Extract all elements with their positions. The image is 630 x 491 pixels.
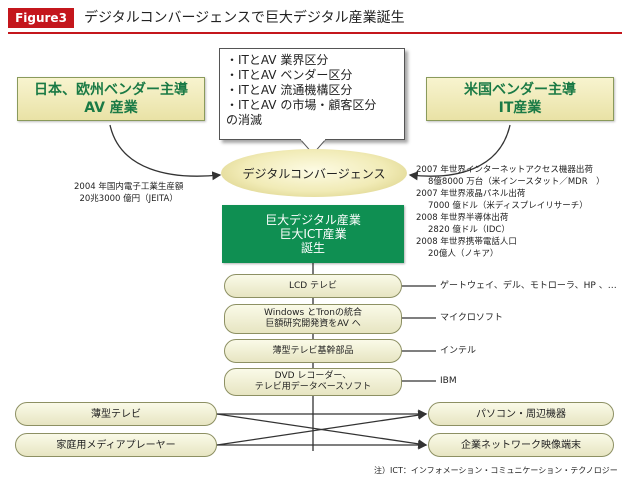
callout-line: ・ITとAV ベンダー区分: [226, 68, 353, 82]
giant-industry-line: 巨大デジタル産業: [265, 213, 361, 227]
bottom-right-pc: パソコン・周辺機器: [428, 402, 614, 426]
world-market-notes: 2007 年世界インターネットアクセス機器出荷 8億8000 万台（米インースタ…: [416, 164, 605, 260]
note-line: 7000 億ドル（米ディスプレイリサーチ）: [428, 201, 588, 211]
note-line: 20兆3000 億円（JEITA）: [79, 194, 178, 204]
vendor-label-pc-makers: ゲートウェイ、デル、モトローラ、HP 、…: [440, 281, 617, 291]
region-av-line1: 日本、欧州ベンダー主導: [34, 82, 188, 98]
note-line: 20億人（ノキア）: [428, 249, 499, 259]
arrow-right-to-convergence: [408, 124, 511, 181]
vendor-label-microsoft: マイクロソフト: [440, 313, 503, 323]
region-it-line2: IT産業: [498, 100, 542, 116]
note-line: 2008 年世界半導体出荷: [416, 213, 509, 223]
stack-item-dvd-recorder: DVD レコーダー、 テレビ用データベースソフト: [224, 368, 402, 396]
callout-line: ・ITとAV の市場・顧客区分: [226, 98, 377, 112]
stack-item-tv-components: 薄型テレビ基幹部品: [224, 339, 402, 363]
note-line: 2007 年世界インターネットアクセス機器出荷: [416, 165, 593, 175]
stack-item-label: DVD レコーダー、: [274, 371, 352, 381]
footnote: 注）ICT：インフォメーション・コミュニケーション・テクノロジー: [374, 466, 618, 475]
note-line: 8億8000 万台（米インースタット／MDR ）: [428, 177, 605, 187]
note-line: 2004 年国内電子工業生産額: [74, 182, 184, 192]
stack-item-label: LCD テレビ: [288, 280, 338, 291]
japan-production-note: 2004 年国内電子工業生産額 20兆3000 億円（JEITA）: [74, 181, 183, 205]
stack-item-label: Windows とTronの統合: [264, 308, 362, 318]
giant-industry-line: 誕生: [300, 241, 325, 255]
note-line: 2008 年世界携帯電話人口: [416, 237, 517, 247]
region-av-box: 日本、欧州ベンダー主導 AV 産業: [17, 77, 205, 121]
giant-industry-box: 巨大デジタル産業 巨大ICT産業 誕生: [222, 205, 404, 263]
title-rule: [8, 32, 622, 34]
note-line: 2007 年世界液晶パネル出荷: [416, 189, 526, 199]
region-it-line1: 米国ベンダー主導: [464, 82, 576, 98]
region-av-line2: AV 産業: [84, 100, 138, 116]
region-it-box: 米国ベンダー主導 IT産業: [426, 77, 614, 121]
figure-title: デジタルコンバージェンスで巨大デジタル産業誕生: [84, 10, 405, 26]
bottom-item-label: 家庭用メディアプレーヤー: [56, 439, 176, 451]
callout-line: の消滅: [226, 113, 263, 127]
callout-line: ・ITとAV 流通機構区分: [226, 83, 353, 97]
stack-item-label: 薄型テレビ基幹部品: [272, 345, 354, 356]
stack-item-windows-tron: Windows とTronの統合 巨額研究開発資をAV へ: [224, 304, 402, 334]
stack-item-lcd-tv: LCD テレビ: [224, 274, 402, 298]
convergence-ellipse: デジタルコンバージェンス: [221, 149, 407, 197]
convergence-label: デジタルコンバージェンス: [242, 166, 386, 181]
callout-line: ・ITとAV 業界区分: [226, 53, 329, 67]
figure-badge: Figure3: [8, 8, 74, 28]
bottom-right-network-terminal: 企業ネットワーク映像端末: [428, 433, 614, 457]
bottom-left-flat-tv: 薄型テレビ: [15, 402, 217, 426]
bottom-item-label: パソコン・周辺機器: [476, 408, 566, 420]
arrow-left-to-convergence: [109, 124, 222, 181]
note-line: 2820 億ドル（IDC）: [428, 225, 510, 235]
giant-industry-line: 巨大ICT産業: [279, 227, 347, 241]
stack-item-label: 巨額研究開発資をAV へ: [265, 319, 361, 329]
bottom-item-label: 薄型テレビ: [91, 408, 141, 420]
callout-box: ・ITとAV 業界区分 ・ITとAV ベンダー区分 ・ITとAV 流通機構区分 …: [219, 48, 405, 140]
bottom-left-media-player: 家庭用メディアプレーヤー: [15, 433, 217, 457]
vendor-label-ibm: IBM: [440, 376, 457, 386]
bottom-cross-2: [216, 410, 428, 446]
stack-item-label: テレビ用データベースソフト: [254, 382, 372, 392]
bottom-item-label: 企業ネットワーク映像端末: [461, 439, 581, 451]
vendor-label-intel: インテル: [440, 346, 477, 356]
